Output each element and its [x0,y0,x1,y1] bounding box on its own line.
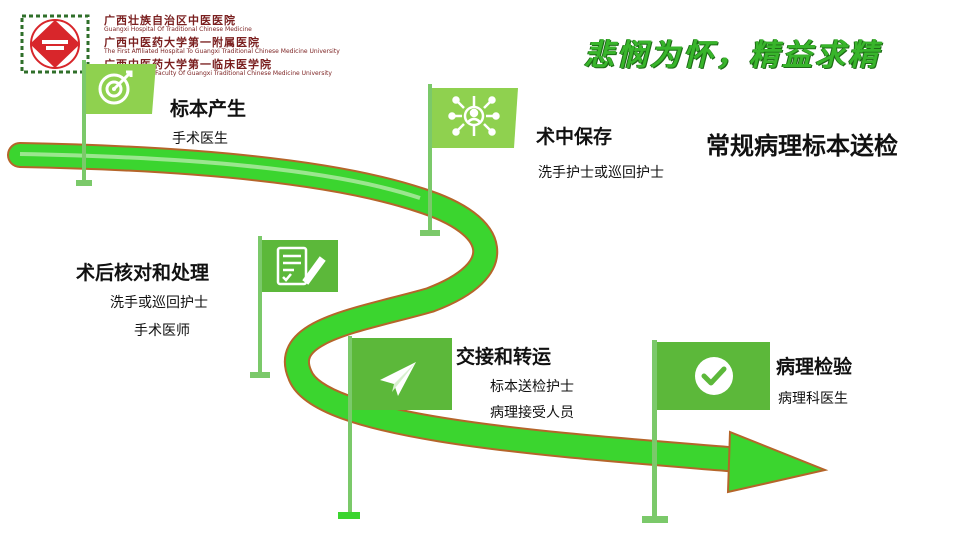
motto: 悲悯为怀，精益求精 [584,38,881,73]
flag-stage-1 [76,60,156,186]
hospital-logo: 广西壮族自治区中医医院 Guangxi Hospital Of Traditio… [18,12,340,77]
stage-3-role-2: 手术医师 [134,323,190,339]
stage-1-title: 标本产生 [170,98,247,120]
check-circle-icon [695,357,733,395]
hospital-emblem-icon [20,14,90,74]
stage-4-title: 交接和转运 [456,346,552,368]
flag-stage-3 [250,236,338,378]
flag-stage-4 [338,336,452,519]
checklist-pen-icon [276,246,326,286]
hospital-name-en-2: The First Affiliated Hospital To Guangxi… [104,48,340,55]
hospital-name-en-1: Guangxi Hospital Of Traditional Chinese … [104,26,252,33]
target-icon [98,70,133,105]
hospital-name-cn-2: 广西中医药大学第一附属医院 [104,36,260,49]
stage-4-role-1: 标本送检护士 [490,379,574,395]
stage-5-title: 病理检验 [776,356,853,378]
stage-4-role-2: 病理接受人员 [490,405,574,421]
flag-stage-5 [642,340,770,523]
stage-2-role-1: 洗手护士或巡回护士 [538,165,664,181]
paper-plane-icon [380,362,416,396]
page-title: 常规病理标本送检 [706,132,898,160]
stage-5-role-1: 病理科医生 [778,391,848,407]
flag-stage-2 [420,84,518,236]
stage-1-role-1: 手术医生 [172,131,228,147]
network-people-icon [448,96,500,136]
hospital-name-cn-1: 广西壮族自治区中医医院 [104,14,236,27]
stage-3-role-1: 洗手或巡回护士 [110,295,208,311]
hospital-name-en-3: The First Clinical Faculty Of Guangxi Tr… [104,70,332,77]
stage-2-title: 术中保存 [536,126,613,148]
stage-3-title: 术后核对和处理 [76,262,210,284]
